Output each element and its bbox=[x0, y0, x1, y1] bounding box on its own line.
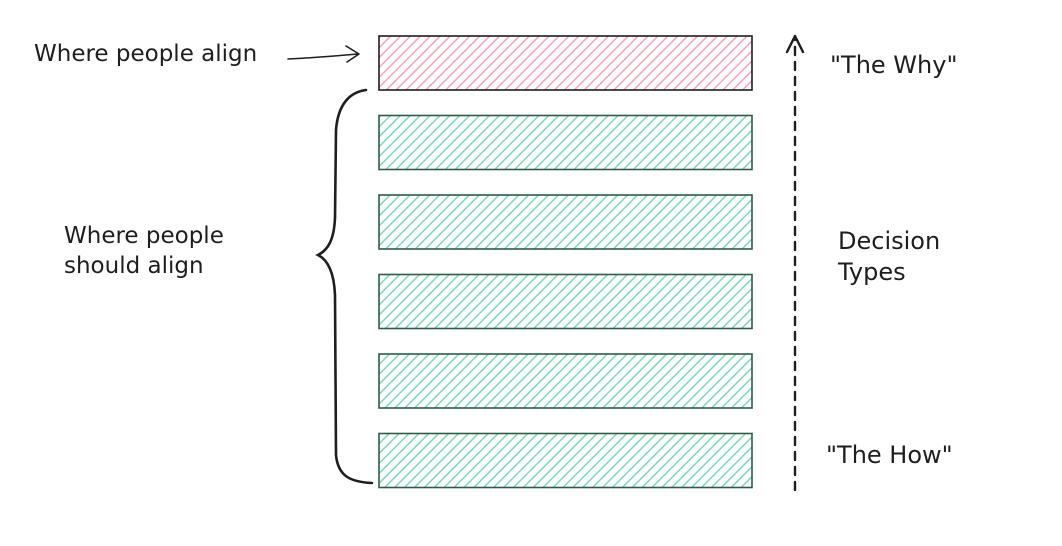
should-align-label: Where people should align bbox=[64, 222, 224, 282]
decision-types-label: Decision Types bbox=[838, 226, 940, 288]
layer-1 bbox=[378, 35, 753, 91]
decision-types-line-2: Types bbox=[838, 258, 906, 287]
layer-2 bbox=[378, 114, 753, 171]
layer-5 bbox=[378, 353, 753, 409]
decision-types-line-1: Decision bbox=[838, 227, 941, 255]
layer-4 bbox=[378, 273, 753, 330]
should-align-label-line-1: Where people bbox=[64, 223, 224, 249]
dashed-arrow-up-icon bbox=[785, 34, 805, 492]
decision-layer-stack bbox=[378, 35, 753, 489]
should-align-label-line-2: should align bbox=[64, 252, 204, 279]
the-why-label: "The Why" bbox=[830, 51, 958, 79]
arrow-right-icon bbox=[287, 45, 360, 63]
the-how-label: "The How" bbox=[826, 441, 953, 469]
layer-3 bbox=[378, 194, 753, 250]
curly-brace-icon bbox=[315, 88, 374, 485]
layer-6 bbox=[378, 432, 753, 489]
aligned-label: Where people align bbox=[34, 41, 258, 67]
